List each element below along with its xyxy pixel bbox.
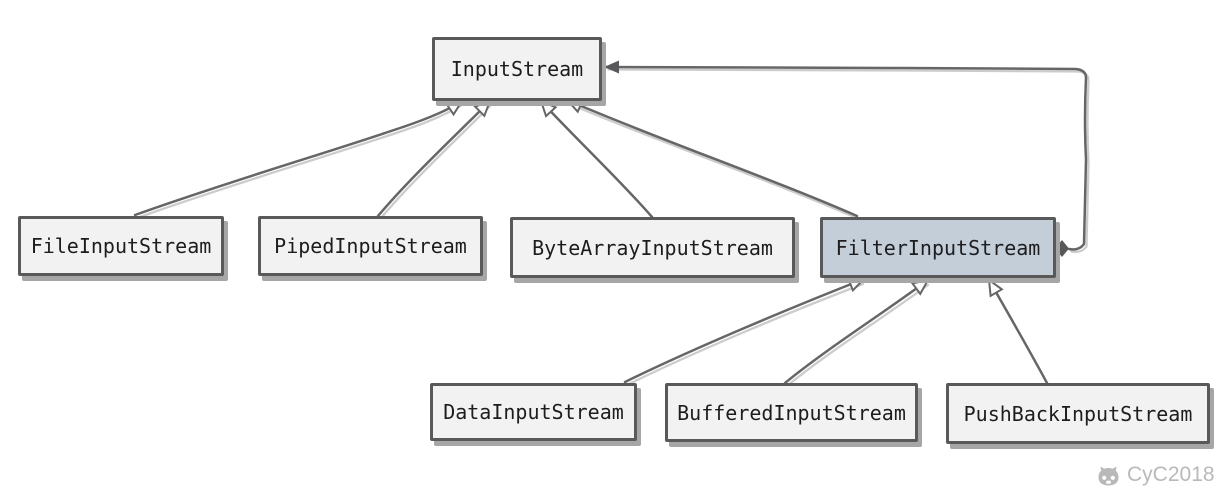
watermark-text: CyC2018 [1127, 463, 1215, 486]
class-name-label: DataInputStream [443, 400, 624, 424]
class-node-pipedinputstream: PipedInputStream [258, 216, 483, 276]
edge-datainputstream-filterinputstream [623, 279, 864, 384]
edge-bufferedinputstream-filterinputstream [783, 280, 928, 385]
class-node-bytearrayinputstream: ByteArrayInputStream [510, 217, 795, 278]
class-name-label: PushBackInputStream [963, 401, 1193, 426]
class-name-label: InputStream [450, 57, 584, 81]
class-node-filterinputstream-highlighted: FilterInputStream [820, 217, 1056, 278]
class-node-inputstream: InputStream [432, 37, 602, 101]
class-name-label: ByteArrayInputStream [532, 235, 773, 260]
edge-pushbackinputstream-filterinputstream [987, 280, 1049, 385]
edge-filterinputstream-inputstream [567, 100, 859, 218]
class-name-label: FileInputStream [30, 234, 212, 258]
edge-pipedinputstream-inputstream [376, 101, 490, 218]
class-name-label: FilterInputStream [835, 235, 1041, 260]
edge-fileinputstream-inputstream [133, 101, 462, 217]
class-name-label: PipedInputStream [274, 234, 467, 258]
edge-bytearrayinputstream-inputstream [541, 101, 654, 219]
class-node-bufferedinputstream: BufferedInputStream [665, 383, 918, 442]
class-node-fileinputstream: FileInputStream [18, 216, 224, 276]
watermark: CyC2018 [1096, 463, 1215, 487]
class-node-pushbackinputstream: PushBackInputStream [946, 383, 1210, 444]
cat-icon [1098, 466, 1119, 485]
aggregation-diamond-icon [1055, 240, 1069, 257]
class-name-label: BufferedInputStream [677, 400, 906, 425]
class-node-datainputstream: DataInputStream [430, 383, 637, 441]
